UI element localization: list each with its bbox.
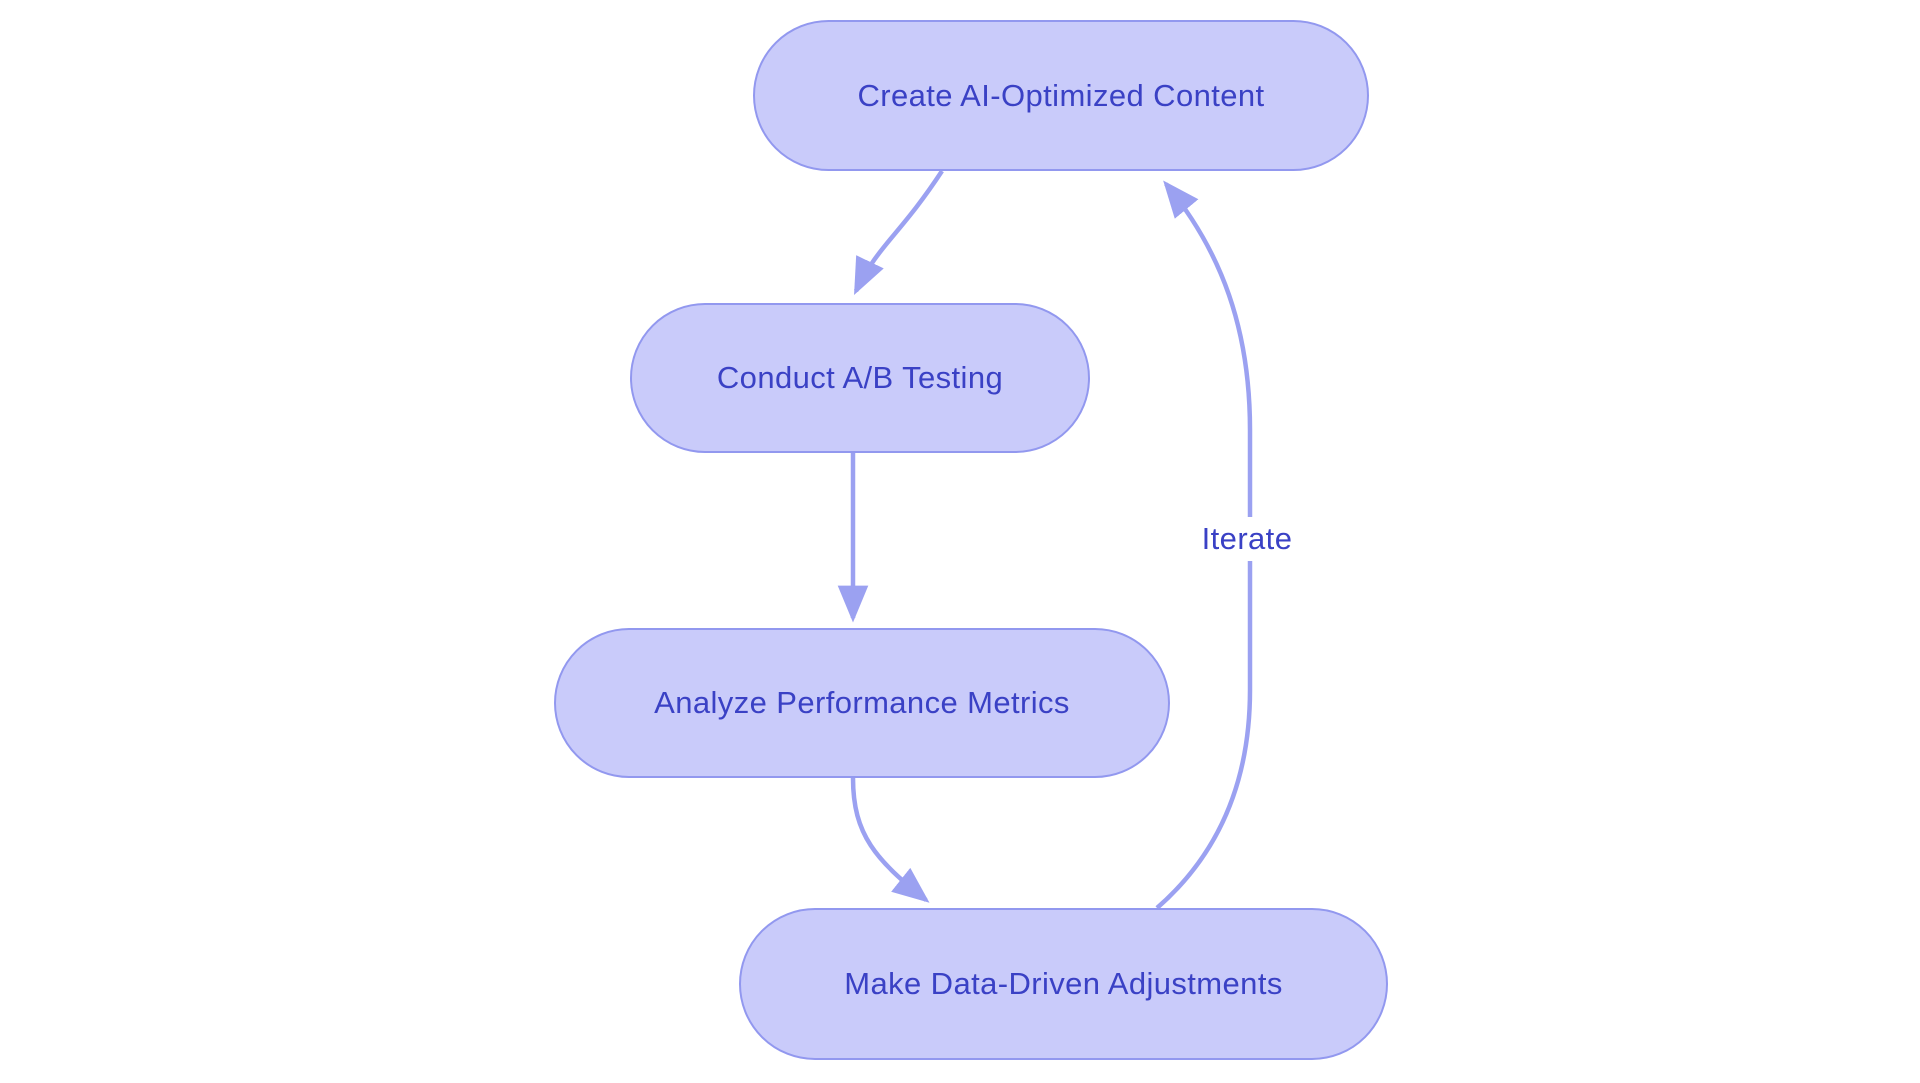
node-analyze-performance-metrics[interactable]: Analyze Performance Metrics: [554, 628, 1170, 778]
node-label: Analyze Performance Metrics: [654, 685, 1070, 720]
edge-label-iterate: Iterate: [1193, 517, 1301, 561]
node-make-data-driven-adjustments[interactable]: Make Data-Driven Adjustments: [739, 908, 1388, 1060]
node-conduct-ab-testing[interactable]: Conduct A/B Testing: [630, 303, 1090, 453]
node-label: Make Data-Driven Adjustments: [844, 966, 1283, 1001]
node-create-ai-optimized-content[interactable]: Create AI-Optimized Content: [753, 20, 1369, 171]
edge-iterate-loop: [1155, 180, 1253, 910]
edge-analyze-to-adjust: [850, 777, 930, 903]
edge-create-to-test: [853, 169, 944, 296]
node-label: Create AI-Optimized Content: [857, 77, 1265, 113]
node-label: Conduct A/B Testing: [716, 360, 1004, 395]
